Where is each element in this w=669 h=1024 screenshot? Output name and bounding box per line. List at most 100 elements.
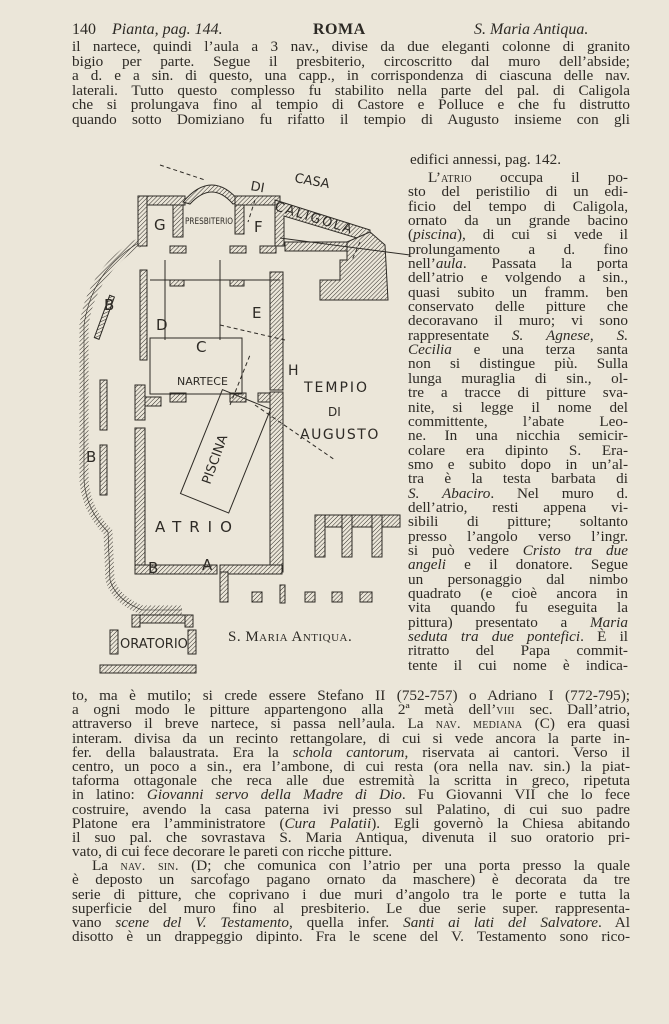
label-augusto: AUGUSTO <box>300 427 380 443</box>
text-segment: ). Egli governò la Chiesa abitando <box>371 814 630 832</box>
text-segment: in latino: <box>72 786 147 804</box>
text-segment: il nartece, quindi l’aula a 3 nav., divi… <box>72 38 630 55</box>
text-line: to, ma è mutilo; si crede essere Stefano… <box>72 687 630 704</box>
text-segment: Platone era l’amministratore ( <box>72 814 285 832</box>
text-segment: costruire, avendo la casa paterna ivi pr… <box>72 800 630 818</box>
text-segment: tre a tracce di pitture sva- <box>408 384 628 402</box>
text-segment: non si distingue più. Sulla <box>408 355 628 373</box>
italic-text: Giovanni servo della Madre di Dio <box>146 786 402 804</box>
text-segment: il suo pal. che sovrastava S. Maria Anti… <box>72 828 630 846</box>
top-paragraph-end: edifici annessi, pag. 142. <box>410 151 561 168</box>
text-line: nite, si legge il nome del <box>408 399 628 415</box>
text-segment: . Nel muro d. <box>490 484 628 502</box>
text-segment: vato, di cui fece decorare le pareti con… <box>72 843 393 861</box>
text-line: fer. della balaustrata. Era la schola ca… <box>72 743 630 761</box>
text-segment: serie di pitture, che coprivano i due mu… <box>72 885 630 903</box>
italic-text: schola cantorum <box>292 743 405 761</box>
text-segment: ficio del tempo di Caligola, <box>408 197 628 215</box>
text-segment: vita quando fu eseguita la <box>408 599 628 617</box>
text-segment: . Al <box>598 914 630 931</box>
italic-text: S. Agnese <box>511 326 590 344</box>
text-segment: ( <box>408 226 414 244</box>
label-f: F <box>254 218 263 236</box>
text-line: ritratto del Papa commit- <box>408 642 628 660</box>
text-line: presso l’angolo verso l’ingr. <box>408 527 628 545</box>
text-line: in latino: Giovanni servo della Madre di… <box>72 786 630 804</box>
text-segment: superficie del muro fino al presbiterio.… <box>72 899 630 917</box>
text-segment: dell’atrio e volgendo a sin., <box>408 269 628 287</box>
text-segment: conservato delle pitture che <box>408 298 628 316</box>
text-line: a d. e a sin. di questo, una capp., in c… <box>72 68 630 84</box>
label-c: C <box>196 338 206 356</box>
label-nartece: NARTECE <box>177 375 228 388</box>
text-segment: ne. In una nicchia semicir- <box>408 427 628 445</box>
label-caligola: CALIGOLA <box>273 199 356 237</box>
text-line: il nartece, quindi l’aula a 3 nav., divi… <box>72 38 630 55</box>
text-line: (piscina), di cui si vede il <box>408 226 628 244</box>
text-segment: (C) era quasi <box>522 715 630 733</box>
text-segment: , riservata ai cantori. Verso il <box>404 743 630 761</box>
italic-text: scene del V. Testamento <box>115 914 289 931</box>
text-line: dell’atrio e volgendo a sin., <box>408 269 628 287</box>
text-line: è deposto un sarcofago pagano ornato da … <box>72 872 630 887</box>
text-segment: presso l’angolo verso l’ingr. <box>408 527 628 545</box>
text-line: conservato delle pitture che <box>408 298 628 316</box>
small-caps-text: atrio <box>440 171 472 186</box>
label-oratorio: ORATORIO <box>120 637 188 652</box>
label-g: G <box>154 216 166 234</box>
italic-text: S. <box>616 326 629 344</box>
piscina-basin <box>179 388 272 514</box>
text-line: tente il cui nome è indica- <box>408 658 628 673</box>
text-line: ficio del tempo di Caligola, <box>408 197 628 215</box>
text-line: rappresentate S. Agnese, S. <box>408 326 629 344</box>
text-line: ne. In una nicchia semicir- <box>408 427 628 445</box>
text-segment: attraverso il breve nartece, si passa ne… <box>72 715 436 733</box>
label-tempio: TEMPIO <box>303 380 369 396</box>
text-line: colare era dipinto S. Era- <box>408 442 628 458</box>
italic-text: S. Abaciro <box>408 484 491 502</box>
label-atrio: ATRIO <box>155 518 240 536</box>
text-line: prolungamento a d. fino <box>408 242 628 257</box>
text-segment: ornato da un grande bacino <box>408 212 628 230</box>
text-segment: che si prolungava fino al tempio di Cast… <box>72 96 630 114</box>
text-segment: ), di cui si vede il <box>456 226 628 244</box>
text-segment: tra è la testa barbata di <box>408 470 628 488</box>
label-b-2: B <box>86 448 96 466</box>
text-segment: ritratto del Papa commit- <box>408 642 628 660</box>
bottom-text: to, ma è mutilo; si crede essere Stefano… <box>72 687 630 944</box>
header-plan-reference: Pianta, pag. 144. <box>112 21 223 38</box>
text-line: tra è la testa barbata di <box>408 470 628 488</box>
text-segment: un personaggio dal nimbo <box>408 570 628 588</box>
text-segment: to, ma è mutilo; si crede essere Stefano… <box>72 687 630 704</box>
top-paragraph: il nartece, quindi l’aula a 3 nav., divi… <box>72 38 630 128</box>
text-line: quando sotto Domiziano fu rifatto il tem… <box>72 112 630 128</box>
text-segment: . Fu Giovanni VII che lo fece <box>401 786 630 804</box>
text-line: a ogni modo le pitture appartengono alla… <box>72 702 630 718</box>
text-segment: taforma ottagonale che reca alle due est… <box>72 772 630 790</box>
text-segment: bigio per parte. Segue il presbiterio, c… <box>72 52 630 70</box>
text-line: committente, l’abate Leo- <box>408 414 628 429</box>
italic-text: seduta tra due pontefici <box>408 628 581 645</box>
text-segment: lunga muraglia di sin., ol- <box>408 369 628 387</box>
text-line: laterali. Tutto questo complesso fu stab… <box>72 81 630 99</box>
text-segment: centro, un poco a sin., era l’ambone, di… <box>72 757 630 775</box>
text-segment: sibili di pitture; soltanto <box>408 513 628 531</box>
header-page-number: 140 <box>72 21 96 38</box>
text-line: interam. divisa da un recinto rettangola… <box>72 730 630 746</box>
text-segment: . È il <box>580 628 629 645</box>
text-segment: e una terza santa <box>451 341 628 359</box>
text-line: non si distingue più. Sulla <box>408 355 628 373</box>
text-line: ornato da un grande bacino <box>408 212 628 230</box>
italic-text: Maria <box>590 613 628 631</box>
text-line: un personaggio dal nimbo <box>408 570 628 588</box>
text-line: L’atrio occupa il po- <box>408 170 628 186</box>
label-casa: CASA <box>293 171 331 192</box>
italic-text: Cura Palatii <box>284 814 372 832</box>
text-segment: laterali. Tutto questo complesso fu stab… <box>72 81 630 99</box>
text-line: serie di pitture, che coprivano i due mu… <box>72 885 630 903</box>
text-line: sto del peristilio di un edi- <box>408 184 628 199</box>
text-line: pittura) presentato a Maria <box>408 613 628 631</box>
italic-text: Cecilia <box>408 341 452 359</box>
text-line: tre a tracce di pitture sva- <box>408 384 628 402</box>
text-line: smo e subito dopo in un’al- <box>408 457 628 472</box>
